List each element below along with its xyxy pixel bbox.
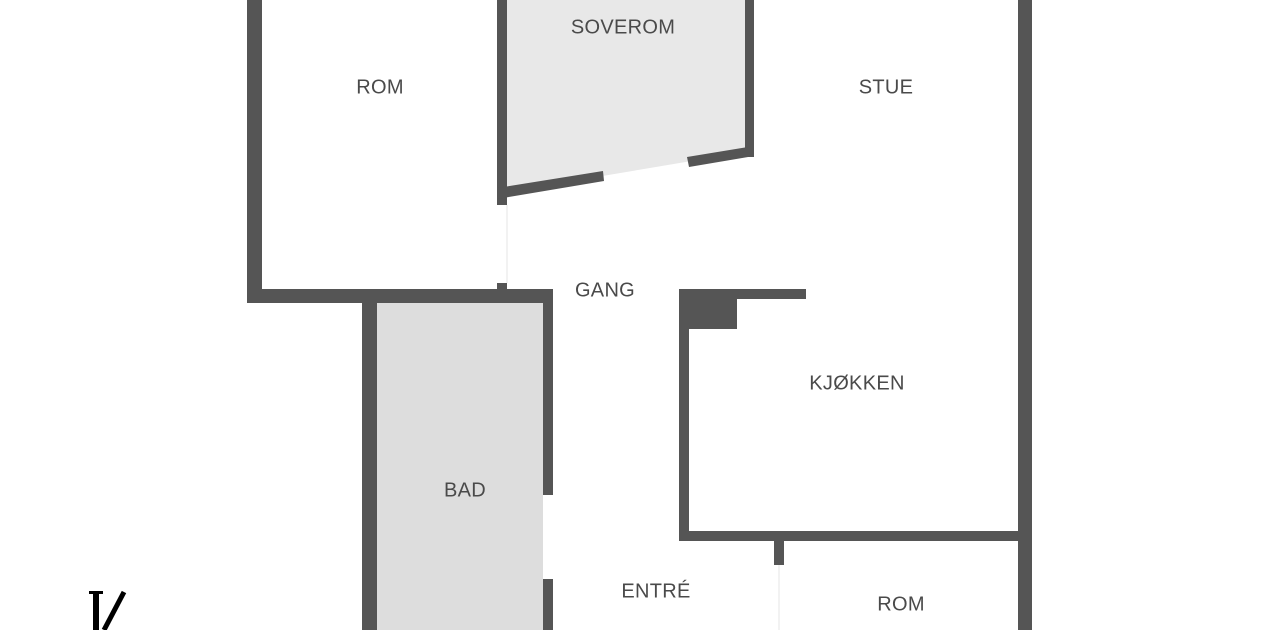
- wall-soverom-bottom-b: [687, 146, 754, 167]
- room-label-soverom: SOVEROM: [570, 16, 676, 39]
- wall-bad-left: [362, 296, 377, 630]
- room-label-entre: ENTRÉ: [621, 580, 691, 603]
- room-label-bad: BAD: [443, 479, 487, 502]
- wall-rom-stub: [774, 541, 784, 565]
- wall-left-bottom: [247, 289, 553, 303]
- wall-left-outer: [247, 0, 262, 303]
- wall-stub-gang: [497, 283, 507, 293]
- wall-soverom-right: [745, 0, 754, 157]
- wall-kitchen-bottom: [679, 531, 1032, 541]
- room-label-rom: ROM: [356, 76, 404, 99]
- wall-bad-right-b: [543, 579, 553, 630]
- room-label-kjokken: KJØKKEN: [809, 372, 905, 395]
- wall-rom-soverom: [497, 0, 507, 205]
- brand-logo: [89, 590, 127, 630]
- wall-right-outer: [1018, 0, 1032, 630]
- wall-kitchen-top: [679, 289, 806, 299]
- wall-kitchen-left: [679, 289, 689, 541]
- room-label-gang: GANG: [574, 279, 636, 302]
- bad-floor: [377, 303, 543, 630]
- soverom-floor: [507, 0, 745, 192]
- wall-soverom-bottom-a: [497, 171, 604, 199]
- wall-bad-right-a: [543, 296, 553, 495]
- room-label-rom-bottom: ROM: [877, 593, 925, 616]
- room-label-stue: STUE: [858, 76, 914, 99]
